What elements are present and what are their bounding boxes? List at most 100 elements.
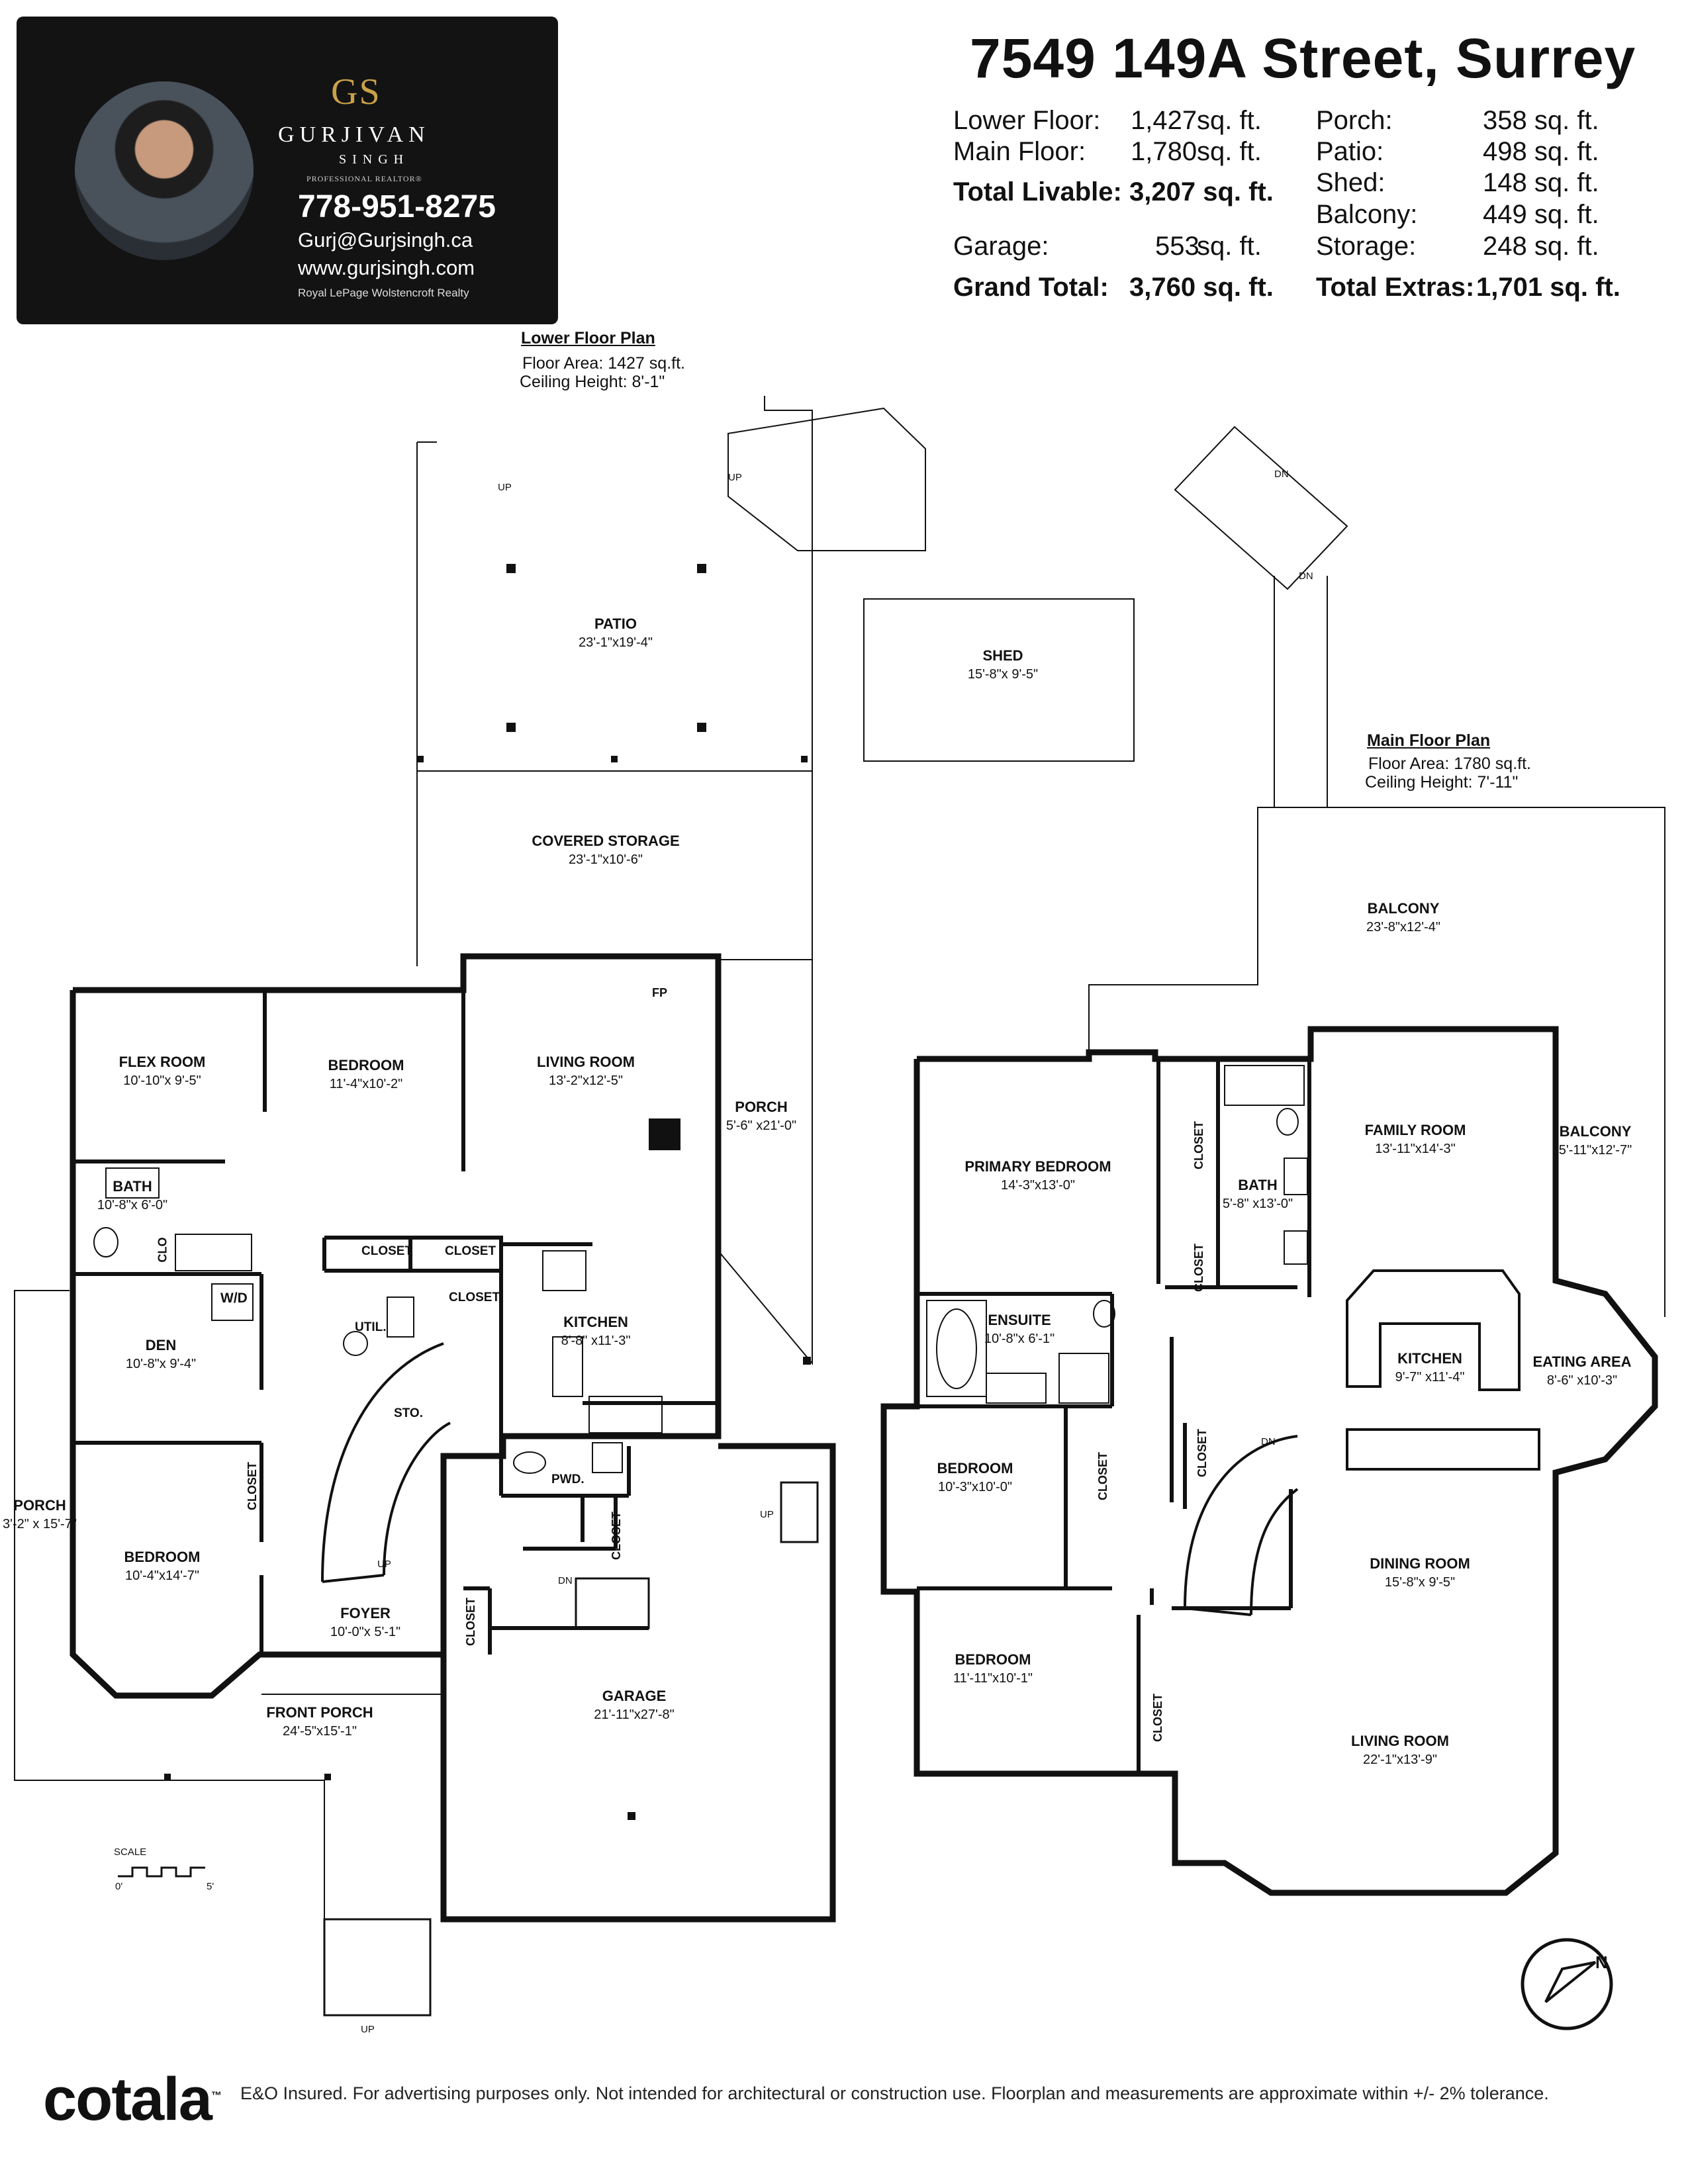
room-name: PRIMARY BEDROOM <box>964 1158 1111 1175</box>
room-name: FAMILY ROOM <box>1364 1122 1466 1138</box>
lower-floor-unit: sq. ft. <box>1197 106 1262 135</box>
main-floor-label: Main Floor: <box>953 137 1086 166</box>
room-name: BEDROOM <box>124 1549 201 1565</box>
fireplace-label: FP <box>652 986 668 999</box>
room-name: BEDROOM <box>937 1460 1013 1477</box>
room-dimensions: 8'-6" x10'-3" <box>1546 1373 1618 1388</box>
lower-plan-area: Floor Area: 1427 sq.ft. <box>522 354 685 373</box>
north-compass <box>1521 1938 1613 2030</box>
agent-website[interactable]: www.gurjsingh.com <box>298 256 475 279</box>
main-interior-walls <box>887 1059 1311 1774</box>
stair-dn-label: DN <box>1274 469 1289 480</box>
compass-north: N <box>1595 1952 1608 1972</box>
room-name: PATIO <box>594 615 637 632</box>
stair-dn-label: DN <box>1261 1436 1276 1447</box>
room-name: PORCH <box>13 1497 66 1514</box>
room-dimensions: 10'-10"x 9'-5" <box>123 1073 201 1088</box>
lower-patio-outline <box>416 396 926 966</box>
closet-label: CLOSET <box>610 1511 624 1561</box>
room-name: LIVING ROOM <box>1351 1733 1449 1749</box>
room-name: DINING ROOM <box>1370 1555 1470 1572</box>
main-plan-title: Main Floor Plan <box>1367 731 1491 750</box>
room-dimensions: 10'-0"x 5'-1" <box>330 1625 401 1639</box>
stair-up-label: UP <box>728 472 742 483</box>
plan-posts <box>164 564 811 1820</box>
room-name: BEDROOM <box>955 1651 1031 1668</box>
lower-plan-title: Lower Floor Plan <box>521 329 655 347</box>
room-name: FOYER <box>340 1605 391 1621</box>
porch-value: 358 sq. ft. <box>1483 106 1599 135</box>
room-name: DEN <box>145 1337 177 1353</box>
room-dimensions: 23'-1"x19'-4" <box>579 635 653 650</box>
pwd-label: PWD. <box>551 1473 585 1486</box>
agent-surname: SINGH <box>339 152 410 167</box>
garage-label: Garage: <box>953 232 1049 261</box>
room-name: BATH <box>113 1178 152 1195</box>
room-label: BEDROOM 11'-11"x10'-1" <box>887 1651 1099 1686</box>
room-label: BATH 10'-8"x 6'-0" <box>26 1178 238 1213</box>
room-label: COVERED STORAGE 23'-1"x10'-6" <box>500 833 712 868</box>
room-name: COVERED STORAGE <box>532 833 680 849</box>
scale-start: 0' <box>115 1881 123 1892</box>
stair-up-label: UP <box>377 1559 391 1570</box>
room-dimensions: 10'-4"x14'-7" <box>125 1569 199 1583</box>
room-name: KITCHEN <box>563 1314 628 1330</box>
util-label: UTIL. <box>355 1320 387 1334</box>
room-dimensions: 22'-1"x13'-9" <box>1363 1752 1437 1767</box>
room-name: BATH <box>1238 1177 1278 1193</box>
closet-label: CLOSET <box>1096 1451 1110 1501</box>
room-label: FOYER 10'-0"x 5'-1" <box>259 1605 471 1640</box>
lower-porches <box>14 959 813 1919</box>
closet-label: CLOSET <box>464 1597 478 1647</box>
footer-disclaimer: E&O Insured. For advertising purposes on… <box>240 2083 1549 2103</box>
stair-up-label: UP <box>498 482 512 493</box>
stair-up-label: UP <box>760 1509 774 1520</box>
room-name: SHED <box>982 647 1023 664</box>
room-name: FLEX ROOM <box>118 1054 206 1070</box>
clo-label: CLO <box>156 1237 169 1263</box>
room-label: LIVING ROOM 13'-2"x12'-5" <box>480 1054 692 1089</box>
room-dimensions: 10'-8"x 6'-1" <box>984 1332 1055 1346</box>
patio-label: Patio: <box>1316 137 1384 166</box>
stair-dn-label: DN <box>558 1575 573 1586</box>
grand-total-label: Grand Total: <box>953 273 1109 302</box>
room-dimensions: 13'-2"x12'-5" <box>549 1073 623 1088</box>
main-balcony-outline <box>1088 426 1665 1317</box>
lower-floor-label: Lower Floor: <box>953 106 1101 135</box>
room-dimensions: 24'-5"x15'-1" <box>283 1724 357 1739</box>
room-name: LIVING ROOM <box>537 1054 635 1070</box>
stair-dn-label: DN <box>1299 570 1313 582</box>
room-name: ENSUITE <box>988 1312 1051 1328</box>
total-livable-value: 3,207 sq. ft. <box>1129 177 1274 206</box>
agent-title: PROFESSIONAL REALTOR® <box>306 174 422 183</box>
room-dimensions: 5'-11"x12'-7" <box>1558 1143 1632 1158</box>
agent-brokerage: Royal LePage Wolstencroft Realty <box>298 287 469 299</box>
room-dimensions: 23'-1"x10'-6" <box>569 852 643 867</box>
main-exterior-walls <box>880 1026 1658 1896</box>
total-livable-label: Total Livable: <box>953 177 1122 206</box>
closet-label: CLOSET <box>1196 1428 1209 1478</box>
main-plan-area: Floor Area: 1780 sq.ft. <box>1368 754 1531 773</box>
garage-stairs <box>575 1481 819 1629</box>
room-dimensions: 10'-8"x 6'-0" <box>97 1198 168 1212</box>
agent-phone[interactable]: 778-951-8275 <box>298 189 496 224</box>
garage-unit: sq. ft. <box>1197 232 1262 261</box>
lower-interior-walls <box>73 993 718 1655</box>
room-name: GARAGE <box>602 1688 667 1704</box>
main-fixtures <box>926 1065 1308 1404</box>
room-dimensions: 11'-11"x10'-1" <box>953 1671 1033 1686</box>
room-name: PORCH <box>735 1099 788 1115</box>
room-dimensions: 15'-8"x 9'-5" <box>1384 1575 1456 1590</box>
room-label: FLEX ROOM 10'-10"x 9'-5" <box>56 1054 268 1089</box>
agent-email[interactable]: Gurj@Gurjsingh.ca <box>298 228 473 251</box>
total-extras-value: 1,701 sq. ft. <box>1476 273 1620 302</box>
